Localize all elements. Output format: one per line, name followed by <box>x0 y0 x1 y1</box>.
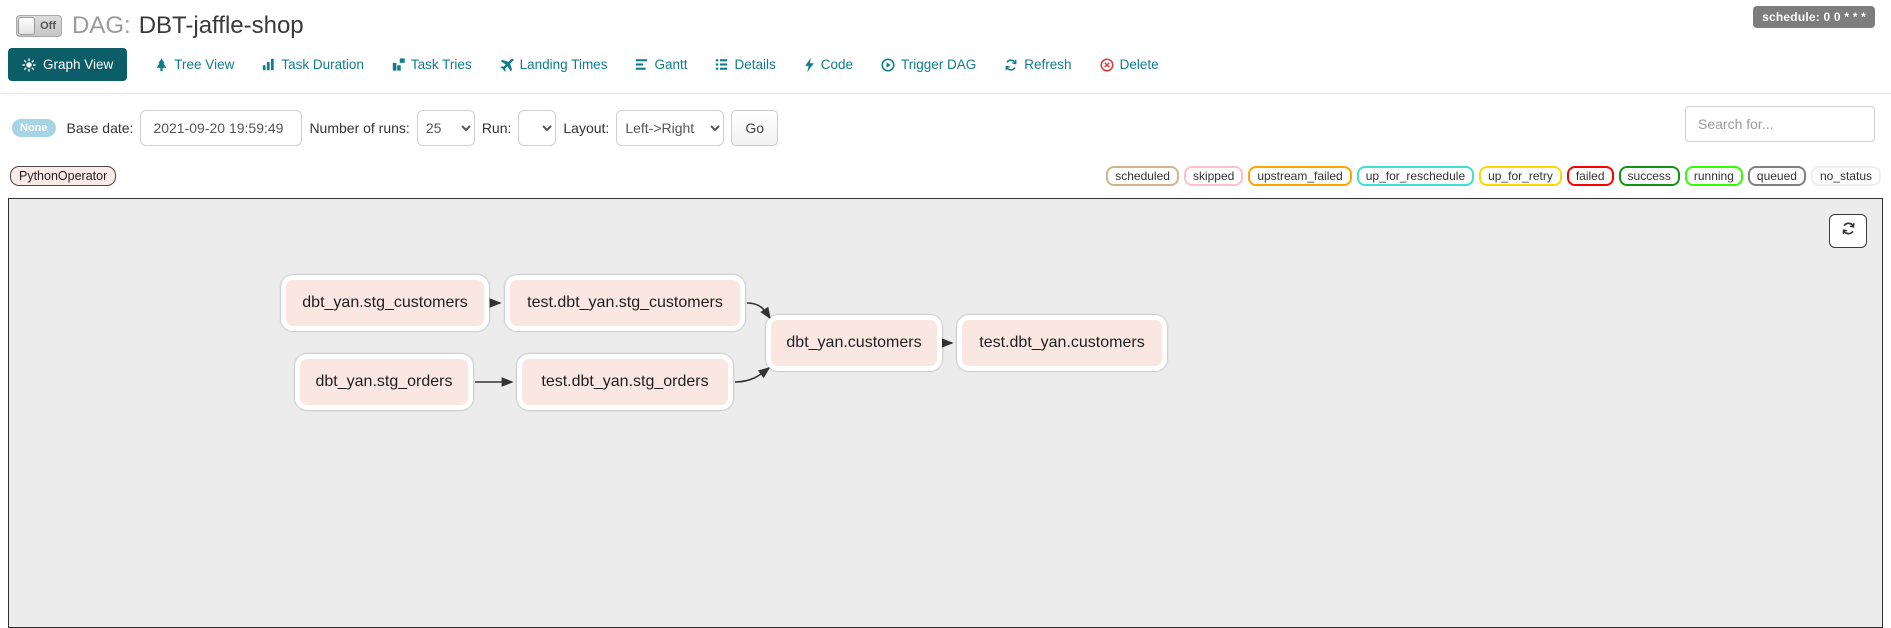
bolt-icon <box>804 57 815 72</box>
tab-label: Task Tries <box>410 57 472 72</box>
operator-legend-badge: PythonOperator <box>10 166 117 186</box>
tab-task-duration[interactable]: Task Duration <box>262 57 364 72</box>
tab-label: Details <box>734 57 776 72</box>
task-node-dbt-yan-stg-orders[interactable]: dbt_yan.stg_orders <box>295 354 473 410</box>
tab-label: Graph View <box>43 57 114 72</box>
run-select[interactable] <box>518 110 557 146</box>
schedule-badge: schedule: 0 0 * * * <box>1753 6 1875 28</box>
sun-icon <box>22 57 36 72</box>
task-node-dbt-yan-customers[interactable]: dbt_yan.customers <box>766 315 942 371</box>
tries-chart-icon <box>392 58 405 71</box>
dag-pause-toggle[interactable]: Off <box>16 15 62 37</box>
dag-graph-canvas[interactable]: dbt_yan.stg_customers test.dbt_yan.stg_c… <box>8 198 1883 628</box>
num-runs-select[interactable]: 25 <box>416 110 475 146</box>
status-badge-success: success <box>1618 166 1680 186</box>
delete-icon <box>1100 57 1114 72</box>
toggle-knob <box>18 17 35 35</box>
align-left-icon <box>635 58 648 71</box>
tab-label: Landing Times <box>519 57 608 72</box>
edge <box>746 302 771 320</box>
base-date-input[interactable] <box>140 110 303 146</box>
status-legend: scheduled skipped upstream_failed up_for… <box>1106 166 1881 186</box>
toggle-state-label: Off <box>40 20 56 32</box>
status-badge-no-status: no_status <box>1810 166 1881 186</box>
tab-label: Task Duration <box>281 57 364 72</box>
tab-tree-view[interactable]: Tree View <box>155 57 234 72</box>
edge <box>734 367 771 383</box>
go-button[interactable]: Go <box>731 110 779 146</box>
status-badge-skipped: skipped <box>1183 166 1244 186</box>
layout-label: Layout: <box>563 120 610 136</box>
filter-bar: None Base date: Number of runs: 25 Run: … <box>0 94 1891 152</box>
status-badge-up-for-reschedule: up_for_reschedule <box>1356 166 1475 186</box>
tab-graph-view[interactable]: Graph View <box>8 48 128 81</box>
tab-label: Refresh <box>1024 57 1072 72</box>
tab-code[interactable]: Code <box>804 57 853 72</box>
list-icon <box>715 58 728 71</box>
bar-chart-icon <box>262 58 275 71</box>
plane-icon <box>500 58 514 72</box>
play-circle-icon <box>881 57 895 72</box>
legend-row: PythonOperator scheduled skipped upstrea… <box>0 152 1891 192</box>
refresh-icon <box>1841 221 1856 241</box>
tab-label: Code <box>820 57 854 72</box>
section-divider <box>0 93 1891 94</box>
dag-view-tabs: Graph View Tree View Task Duration Task … <box>0 42 1891 91</box>
task-node-test-dbt-yan-customers[interactable]: test.dbt_yan.customers <box>957 315 1167 371</box>
tab-refresh[interactable]: Refresh <box>1004 57 1072 72</box>
dag-header: Off DAG: DBT-jaffle-shop schedule: 0 0 *… <box>0 0 1891 42</box>
search-input[interactable] <box>1685 106 1875 142</box>
num-runs-label: Number of runs: <box>309 120 410 136</box>
tab-details[interactable]: Details <box>715 57 776 72</box>
tab-label: Trigger DAG <box>901 57 977 72</box>
base-date-label: Base date: <box>66 120 134 136</box>
tab-gantt[interactable]: Gantt <box>635 57 687 72</box>
tab-trigger-dag[interactable]: Trigger DAG <box>881 57 976 72</box>
run-label: Run: <box>481 120 512 136</box>
status-badge-running: running <box>1684 166 1743 186</box>
status-badge-upstream-failed: upstream_failed <box>1248 166 1352 186</box>
run-state-badge: None <box>12 119 56 137</box>
tab-delete[interactable]: Delete <box>1100 57 1159 72</box>
graph-refresh-button[interactable] <box>1829 214 1867 248</box>
tab-label: Delete <box>1119 57 1159 72</box>
tab-label: Tree View <box>174 57 235 72</box>
tab-landing-times[interactable]: Landing Times <box>500 57 608 72</box>
page-title: DBT-jaffle-shop <box>138 12 304 39</box>
task-node-dbt-yan-stg-customers[interactable]: dbt_yan.stg_customers <box>281 275 489 331</box>
refresh-icon <box>1004 58 1018 72</box>
tab-task-tries[interactable]: Task Tries <box>392 57 472 72</box>
status-badge-failed: failed <box>1566 166 1614 186</box>
status-badge-scheduled: scheduled <box>1106 166 1179 186</box>
layout-select[interactable]: Left->Right <box>616 110 725 146</box>
dag-prefix-label: DAG: <box>72 12 131 39</box>
tab-label: Gantt <box>654 57 688 72</box>
status-badge-up-for-retry: up_for_retry <box>1479 166 1562 186</box>
dag-edges <box>475 298 954 387</box>
tree-icon <box>155 58 168 72</box>
status-badge-queued: queued <box>1747 166 1806 186</box>
task-node-test-dbt-yan-stg-orders[interactable]: test.dbt_yan.stg_orders <box>517 354 733 410</box>
task-node-test-dbt-yan-stg-customers[interactable]: test.dbt_yan.stg_customers <box>505 275 745 331</box>
